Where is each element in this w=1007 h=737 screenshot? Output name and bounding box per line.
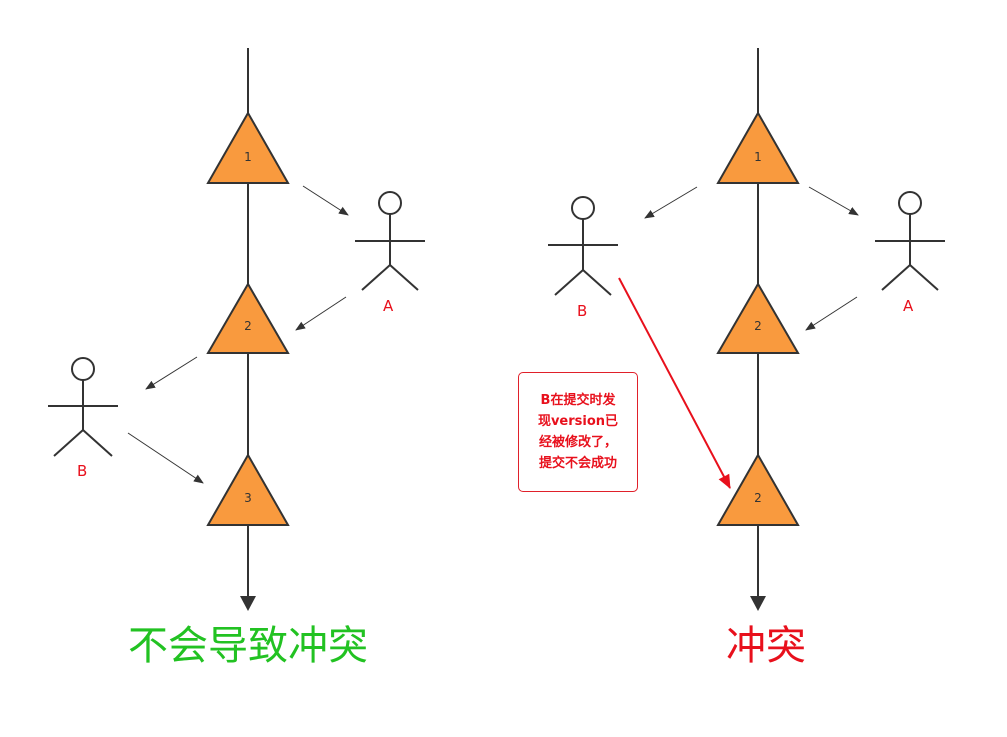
read-arrow-1-to-a — [302, 185, 349, 216]
right-actor-b-label: B — [577, 302, 588, 320]
left-actor-a-icon — [355, 191, 425, 291]
right-actor-a-icon — [875, 191, 945, 291]
timeline-arrow-icon — [240, 596, 256, 611]
right-version-2-duplicate: 2 — [716, 452, 800, 526]
left-version-3: 3 — [206, 452, 290, 526]
read-arrow-1-to-a — [808, 186, 859, 216]
conflict-note-text: B在提交时发 现version已 经被修改了， 提交不会成功 — [537, 393, 619, 471]
left-actor-b-icon — [48, 357, 118, 457]
left-actor-b-label: B — [77, 462, 88, 480]
left-caption: 不会导致冲突 — [128, 623, 368, 669]
commit-arrow-b-to-3 — [127, 432, 204, 484]
conflict-note: B在提交时发 现version已 经被修改了， 提交不会成功 — [518, 372, 638, 492]
left-version-2: 2 — [206, 282, 290, 354]
svg-text:3: 3 — [244, 491, 252, 505]
commit-arrow-a-to-2 — [295, 296, 347, 331]
commit-arrow-a-to-2 — [805, 296, 858, 331]
read-arrow-2-to-b — [145, 356, 198, 390]
right-version-1: 1 — [716, 110, 800, 184]
svg-text:1: 1 — [754, 150, 762, 164]
svg-text:2: 2 — [754, 319, 762, 333]
left-version-1: 1 — [206, 110, 290, 184]
left-actor-a-label: A — [383, 297, 394, 315]
timeline-arrow-icon — [750, 596, 766, 611]
svg-text:1: 1 — [244, 150, 252, 164]
svg-text:2: 2 — [244, 319, 252, 333]
conflict-commit-arrow-b — [618, 277, 731, 489]
read-arrow-1-to-b — [644, 186, 698, 219]
right-actor-a-label: A — [903, 297, 914, 315]
svg-text:2: 2 — [754, 491, 762, 505]
right-actor-b-icon — [548, 196, 618, 296]
right-version-2: 2 — [716, 282, 800, 354]
right-caption: 冲突 — [726, 623, 806, 669]
